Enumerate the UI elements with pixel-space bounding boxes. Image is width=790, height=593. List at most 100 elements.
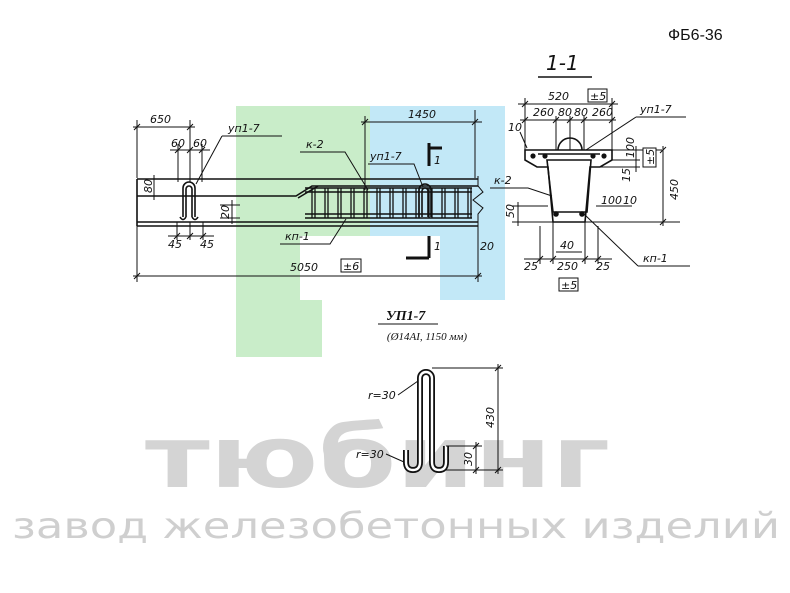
dim-520: 520 — [548, 90, 569, 103]
bend-radius-bottom: r=30 — [356, 448, 384, 461]
dim-1450: 1450 — [408, 108, 436, 121]
logo-green-column — [236, 106, 300, 357]
dim-45b: 45 — [200, 238, 214, 251]
dim-50-line — [512, 202, 553, 226]
tolerance-box-top — [587, 88, 608, 103]
dim-450: 450 — [668, 179, 681, 200]
dim-20a: 20 — [219, 205, 232, 219]
loop-label-1-leader — [195, 135, 282, 185]
dim-10a-leader — [519, 131, 528, 149]
dim-80-line — [140, 175, 160, 200]
bottom-bar-label-leader — [280, 218, 347, 245]
cut-mark-top — [427, 143, 442, 166]
loop-right — [418, 183, 432, 217]
section-bottom-bar-leader — [583, 213, 690, 267]
rebar — [590, 153, 596, 159]
dim-20b: 20 — [480, 240, 494, 253]
rebar — [530, 153, 536, 159]
dim-10a: 10 — [508, 121, 522, 134]
cross-section: 1-1 520 ±5 260 80 80 260 10 уп1-7 100 15… — [490, 51, 690, 292]
loop-label-2: уп1-7 — [369, 150, 402, 163]
dim-100b: 100 — [601, 194, 622, 207]
cut-mark-bottom — [406, 236, 431, 260]
dim-80a: 80 — [558, 106, 572, 119]
dim-20a-line — [220, 200, 240, 224]
dim-60a: 60 — [171, 137, 185, 150]
logo-green-foot — [300, 300, 322, 357]
cage-label-leader — [300, 151, 369, 191]
dim-60b: 60 — [193, 137, 207, 150]
tolerance-box-bottom — [558, 277, 579, 292]
section-label: 1-1 — [546, 51, 579, 75]
section-bottom-bar-label: кп-1 — [643, 252, 668, 265]
dim-45-line — [168, 222, 214, 240]
dim-430-line — [432, 364, 503, 474]
dim-650: 650 — [150, 113, 171, 126]
bend-radius-bottom-leader — [385, 453, 405, 463]
section-stirrup — [538, 153, 600, 213]
watermark-text: тюбинг завод железобетонных изделий — [12, 408, 780, 547]
dim-bottom-lines — [524, 222, 612, 264]
dim-10b: 10 — [623, 194, 637, 207]
dim-650-line — [133, 120, 195, 178]
section-cage-label: к-2 — [494, 174, 512, 187]
dim-30-line — [446, 442, 482, 474]
logo-green-top — [300, 106, 370, 236]
tolerance-box-6 — [340, 258, 362, 273]
cut-mark-bottom-label: 1 — [434, 240, 441, 253]
bar-detail-spec: (Ø14АI, 1150 мм) — [387, 331, 467, 343]
section-loop — [557, 137, 583, 151]
cut-mark-top-label: 1 — [434, 154, 441, 167]
section-loop-label: уп1-7 — [639, 103, 672, 116]
rebar — [579, 211, 585, 217]
section-loop-leader — [585, 116, 686, 151]
tolerance-right: ±5 — [644, 149, 657, 165]
dim-15: 15 — [620, 168, 633, 182]
watermark-brand: тюбинг — [145, 408, 610, 508]
bar-detail-title: УП1-7 — [386, 309, 426, 324]
loop-label-2-leader — [368, 163, 424, 188]
dim-80b: 80 — [574, 106, 588, 119]
sheet-title: ФБ6-36 — [668, 27, 723, 44]
dim-right-lines — [585, 146, 680, 226]
loop-left — [179, 181, 199, 221]
bent-bar-inner — [404, 370, 448, 472]
logo-watermark — [236, 106, 505, 357]
break-line — [472, 176, 484, 229]
dim-260b: 260 — [592, 106, 613, 119]
dim-50: 50 — [504, 204, 517, 218]
dim-5050-line — [133, 226, 482, 282]
tolerance-bottom: ±5 — [561, 279, 577, 292]
bend-radius-top-leader — [397, 380, 419, 396]
dim-25b: 25 — [596, 260, 610, 273]
bottom-bar-label: кп-1 — [285, 230, 310, 243]
tolerance-box-right — [642, 147, 657, 168]
cage-label: к-2 — [306, 138, 324, 151]
dim-5050: 5050 — [290, 261, 318, 274]
loop-label-1: уп1-7 — [227, 122, 260, 135]
dim-60-line — [170, 144, 210, 182]
tolerance-top: ±5 — [590, 90, 606, 103]
section-cage-leader — [490, 187, 553, 197]
dim-260a: 260 — [533, 106, 554, 119]
cage-longitudinal-bars — [305, 187, 472, 219]
dim-30: 30 — [462, 452, 475, 466]
dim-250: 250 — [557, 260, 578, 273]
bend-radius-top: r=30 — [368, 389, 396, 402]
logo-blue-right — [440, 236, 505, 300]
dim-430: 430 — [484, 407, 497, 428]
dim-25a: 25 — [524, 260, 538, 273]
tolerance-6: ±6 — [343, 260, 359, 273]
rebar — [601, 153, 607, 159]
beam-elevation: 650 60 60 уп1-7 к-2 1450 уп1-7 1 1 80 20… — [133, 108, 494, 282]
dim-1450-line — [361, 110, 482, 190]
rebar — [553, 211, 559, 217]
dim-40: 40 — [560, 239, 574, 252]
dim-100a: 100 — [624, 137, 637, 158]
dim-80: 80 — [142, 179, 155, 193]
dim-45a: 45 — [168, 238, 182, 251]
rebar — [542, 153, 548, 159]
section-rebars — [530, 153, 607, 217]
dim-260-line — [520, 116, 616, 150]
